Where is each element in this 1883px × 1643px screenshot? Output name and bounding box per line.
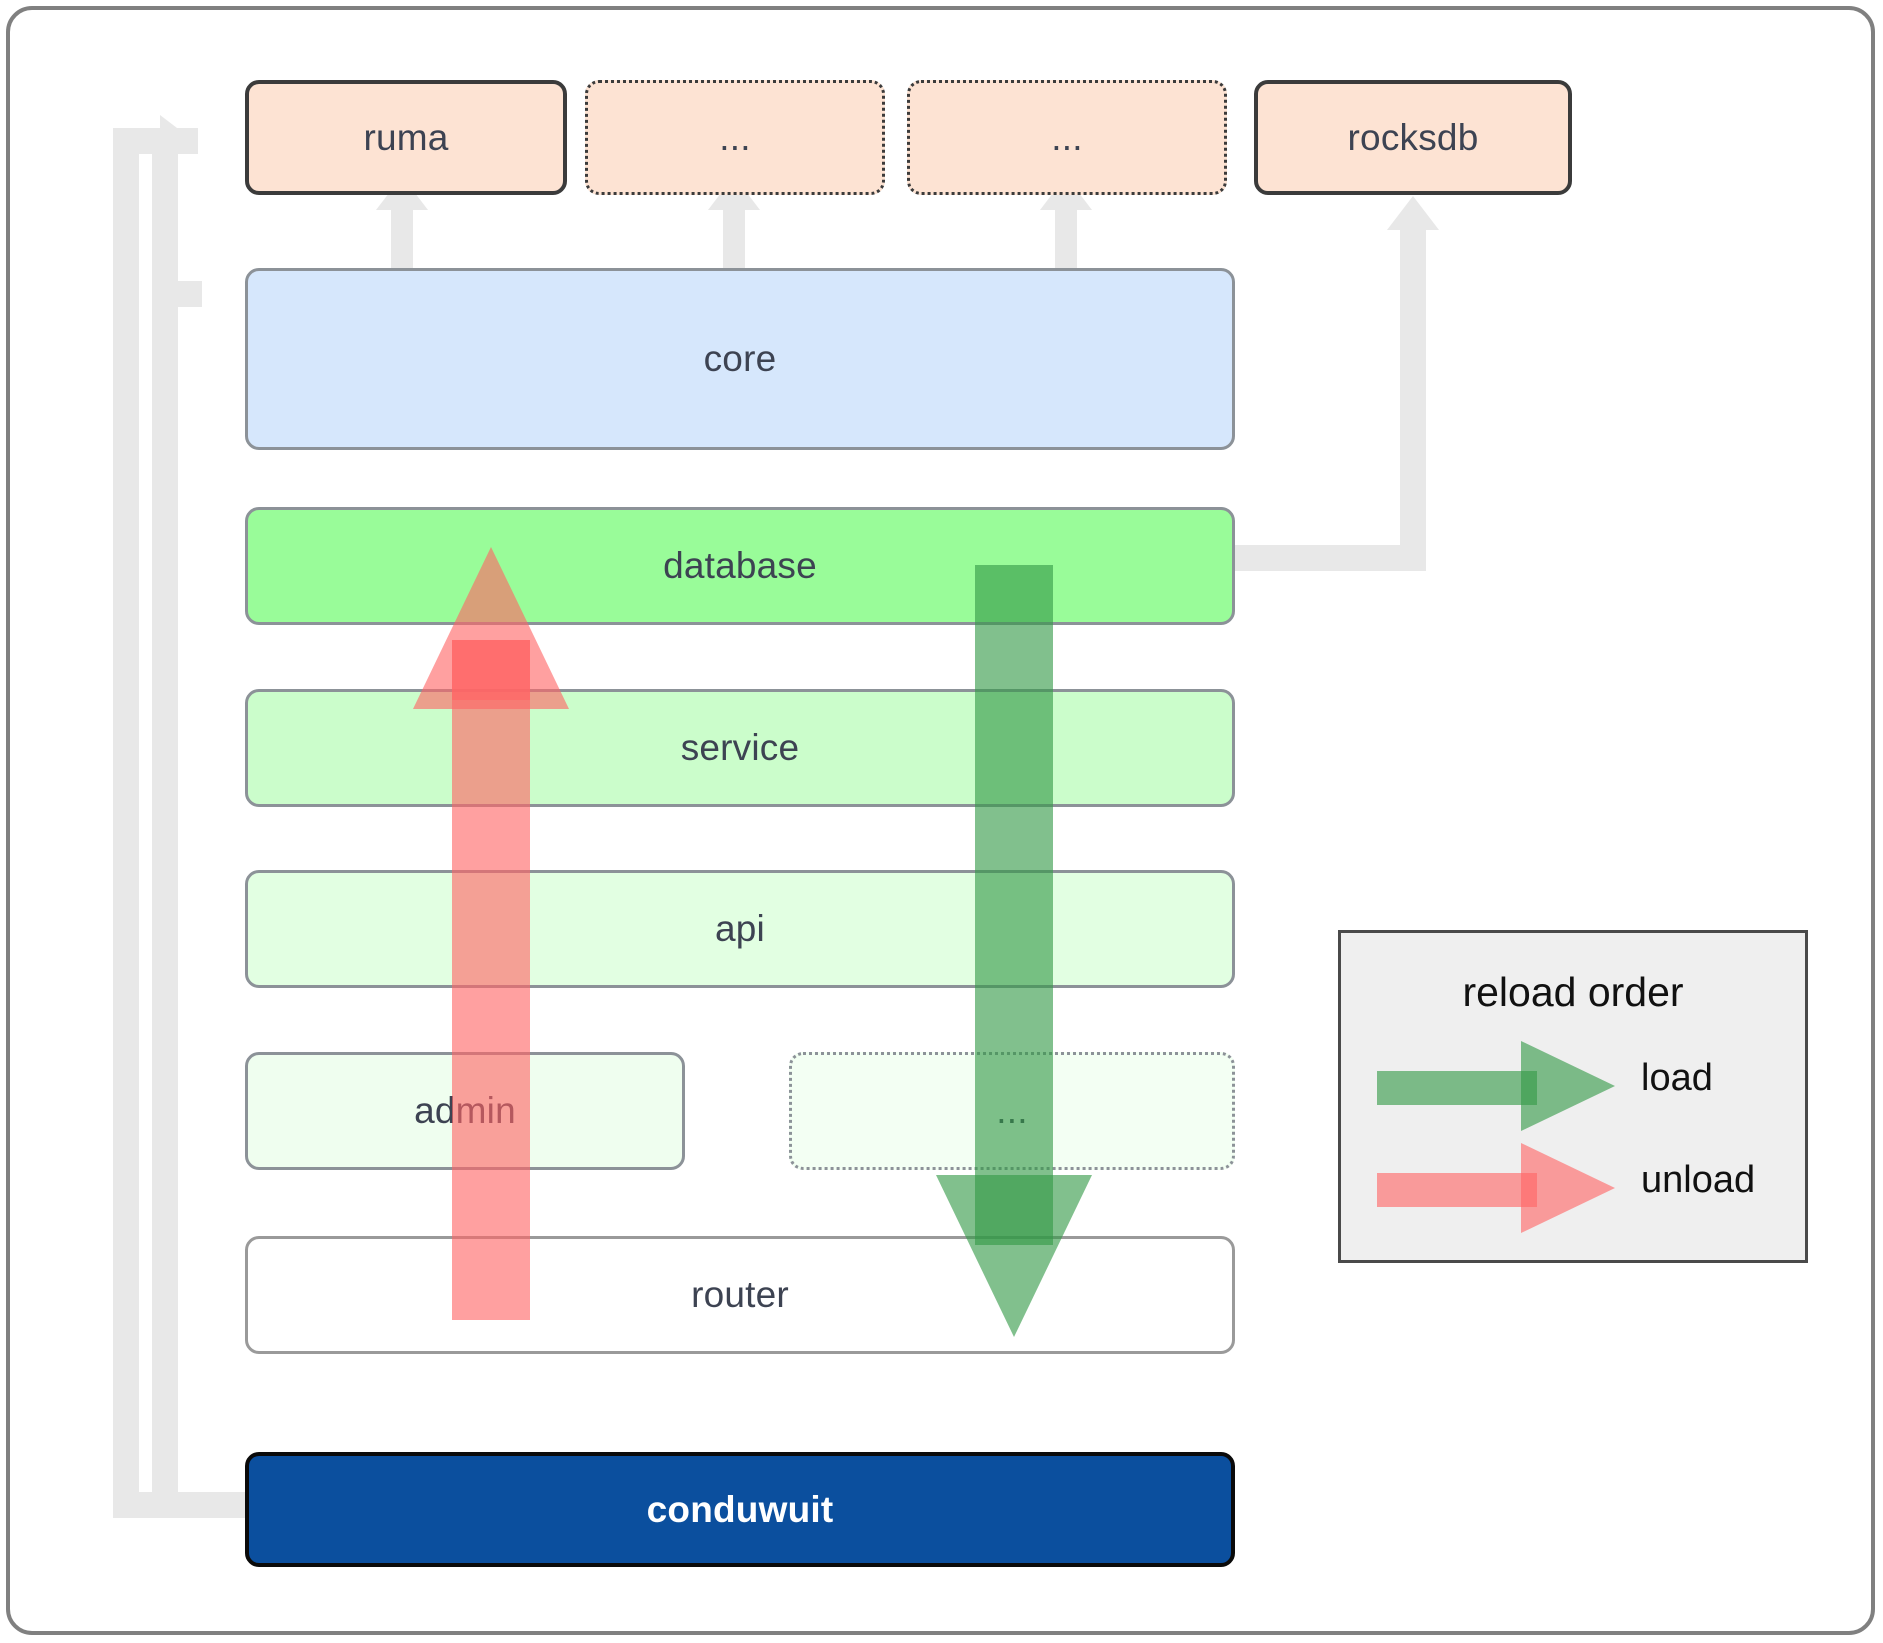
diagram-frame	[6, 6, 1875, 1635]
connector-core-to-ruma-shaft	[391, 200, 413, 270]
connector-spine-vertical	[113, 128, 139, 1518]
connector-db-to-rocksdb-arrowhead	[1387, 196, 1439, 230]
connector-ruma-arrowhead	[160, 115, 194, 167]
legend-unload-arrowhead	[1521, 1143, 1615, 1233]
unload-arrow-shaft-upper	[452, 640, 530, 700]
legend-panel: reload order load unload	[1338, 930, 1808, 1263]
root-box-conduwuit[interactable]: conduwuit	[245, 1452, 1235, 1567]
connector-core-arrowhead	[160, 268, 194, 320]
load-arrow-head	[936, 1175, 1092, 1337]
layer-box-api[interactable]: api	[245, 870, 1235, 988]
dependency-box-dep2[interactable]: ...	[585, 80, 885, 195]
layer-box-service[interactable]: service	[245, 689, 1235, 807]
connector-db-to-rocksdb-vertical	[1400, 222, 1426, 571]
layer-box-core[interactable]: core	[245, 268, 1235, 450]
connector-core-to-dep2-shaft	[723, 200, 745, 270]
legend-title: reload order	[1462, 969, 1684, 1015]
legend-row-unload: unload	[1341, 1143, 1805, 1235]
dependency-label-rocksdb: rocksdb	[1347, 116, 1479, 158]
dependency-label-dep2: ...	[719, 116, 751, 158]
dependency-label-ruma: ruma	[363, 116, 449, 158]
load-arrow-shaft	[975, 565, 1053, 1245]
layer-box-database[interactable]: database	[245, 507, 1235, 625]
dependency-box-rocksdb[interactable]: rocksdb	[1254, 80, 1572, 195]
legend-load-arrowhead	[1521, 1041, 1615, 1131]
layer-label-service: service	[680, 727, 800, 768]
legend-row-load: load	[1341, 1041, 1805, 1133]
connector-conduwuit-horizontal	[113, 1492, 253, 1518]
layer-label-api: api	[715, 908, 765, 949]
layer-label-router: router	[691, 1274, 789, 1315]
root-label-conduwuit: conduwuit	[646, 1488, 834, 1530]
legend-unload-shaft	[1377, 1173, 1537, 1207]
legend-load-label: load	[1641, 1057, 1713, 1099]
layer-label-database: database	[663, 545, 817, 586]
dependency-box-dep3[interactable]: ...	[907, 80, 1227, 195]
connector-branch-vertical	[152, 128, 178, 1518]
unload-arrow-shaft	[452, 640, 530, 1320]
dependency-box-ruma[interactable]: ruma	[245, 80, 567, 195]
dependency-label-dep3: ...	[1051, 116, 1083, 158]
legend-load-shaft	[1377, 1071, 1537, 1105]
connector-core-to-dep3-shaft	[1055, 200, 1077, 270]
connector-db-to-rocksdb-horizontal	[1232, 545, 1412, 571]
legend-unload-label: unload	[1641, 1159, 1756, 1201]
layer-label-core: core	[703, 338, 777, 379]
